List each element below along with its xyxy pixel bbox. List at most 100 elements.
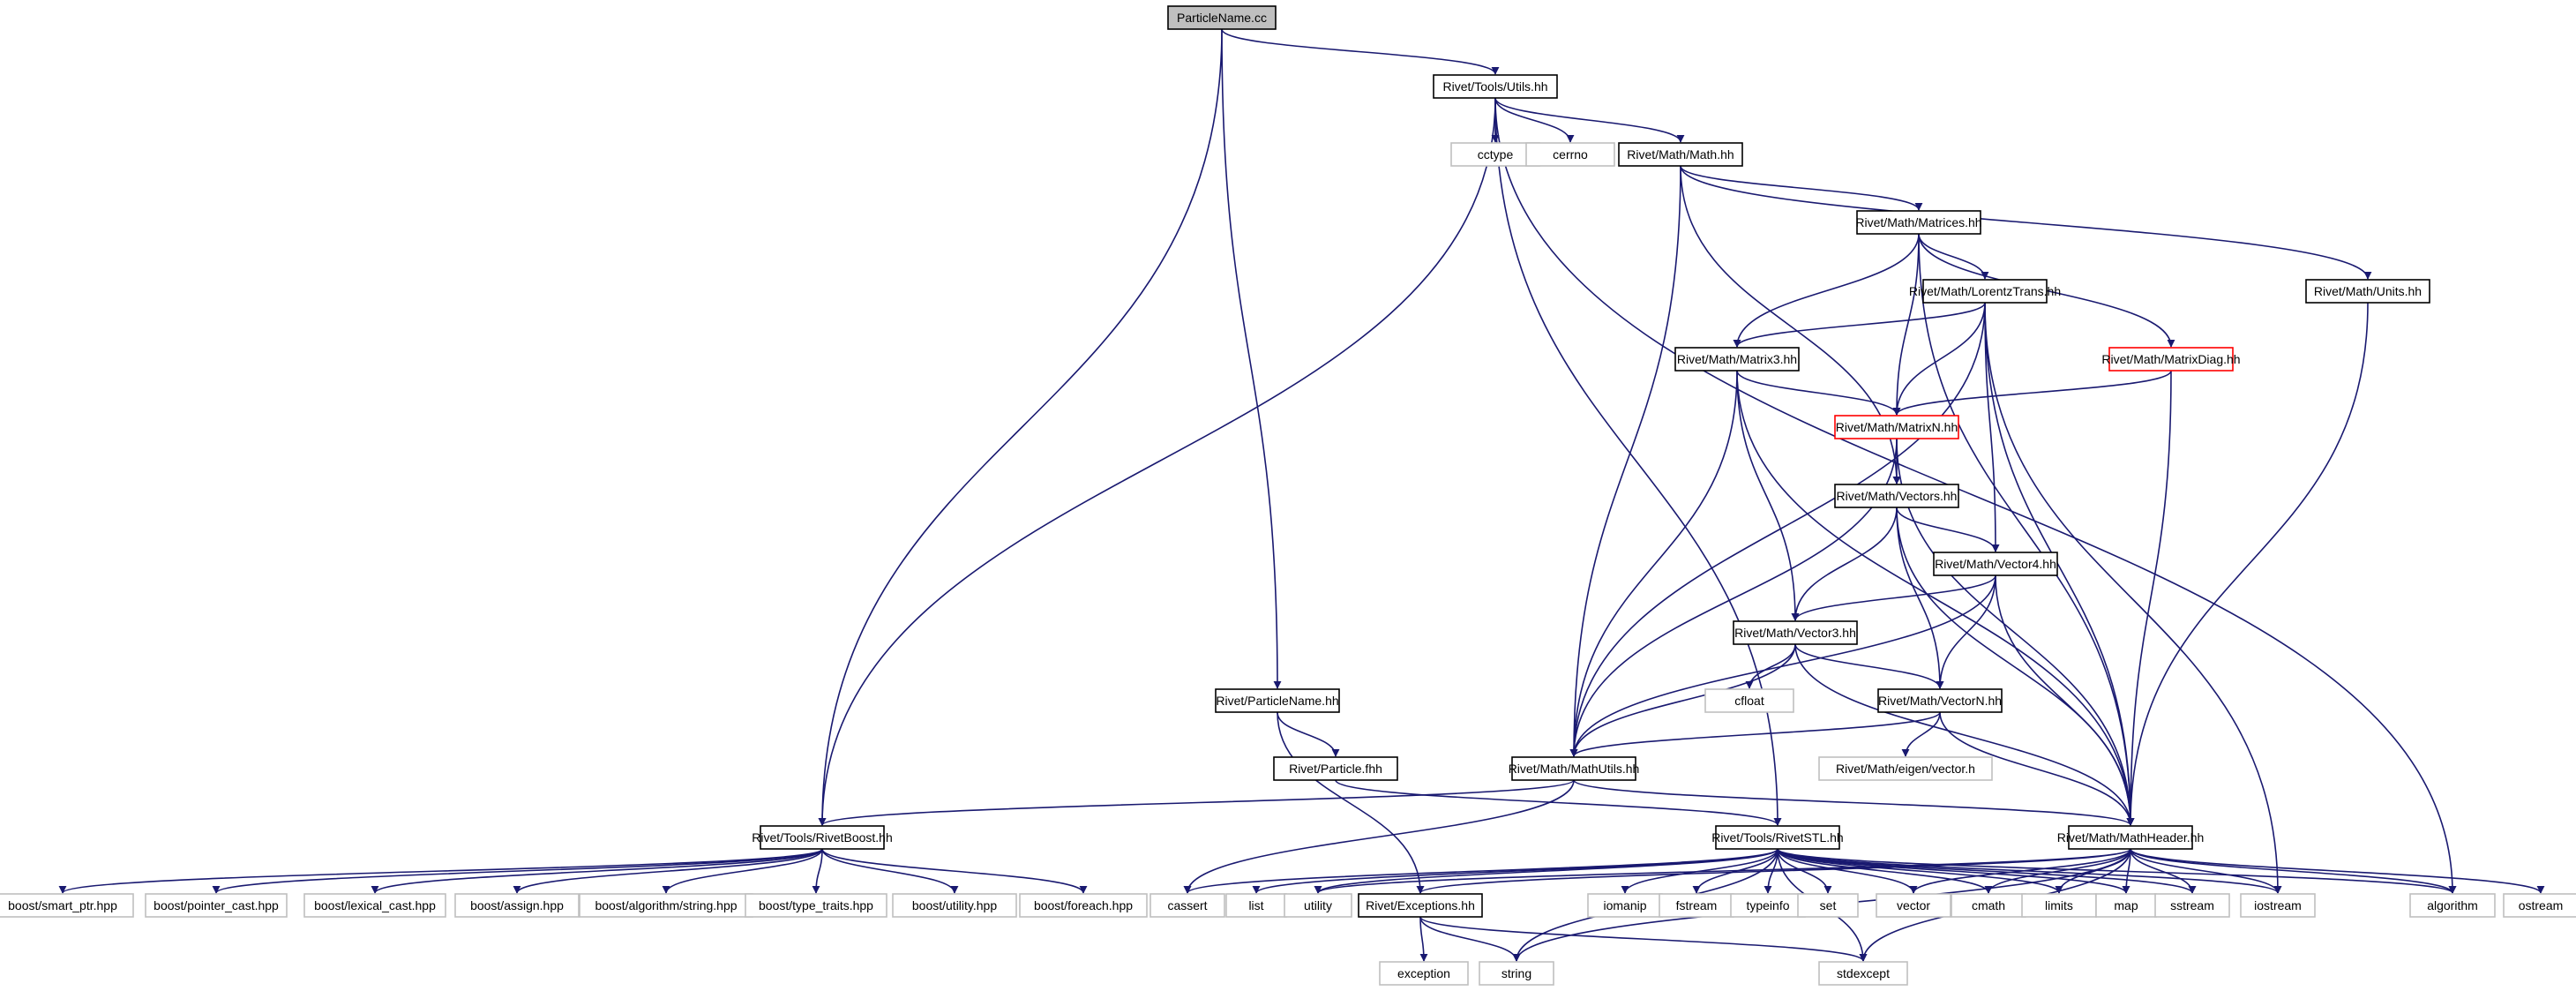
edge-matrixdiag-to-mathheader [2126,370,2172,826]
edge-vector4-to-mathheader [1995,574,2135,826]
node-box [1733,620,1858,645]
node-pfhh[interactable]: Rivet/Particle.fhh [1273,756,1398,781]
node-mathutils[interactable]: Rivet/Math/MathUtils.hh [1509,756,1640,781]
edge-vectors-to-vector3 [1791,507,1898,621]
node-rivetboost[interactable]: Rivet/Tools/RivetBoost.hh [752,825,893,850]
node-box [1933,552,2058,576]
edge-units-to-mathheader [2126,302,2369,826]
edge-mathutils-to-rivetboost [818,779,1575,826]
edge-rivetboost-to-pointercast [212,848,823,894]
node-matrices[interactable]: Rivet/Math/Matrices.hh [1855,210,1982,235]
node-cfloat: cfloat [1704,688,1794,713]
node-box [1149,893,1225,918]
node-label: cassert [1167,898,1207,912]
node-label: list [1248,898,1263,912]
edge-matrices-to-mathheader [1918,233,2135,826]
node-limits: limits [2021,893,2097,918]
node-label: Rivet/ParticleName.hh [1216,694,1338,708]
edge-matrix3-to-mathheader [1736,370,2135,826]
edge-vector3-to-vectorn [1794,643,1944,689]
node-box [1273,756,1398,781]
node-vector3[interactable]: Rivet/Math/Vector3.hh [1733,620,1858,645]
node-box [1856,210,1981,235]
edge-mathhh-to-units [1680,165,2372,280]
node-box [303,893,446,918]
edge-rivetboost-to-typetraits [812,848,823,894]
node-label: boost/assign.hpp [470,898,564,912]
edge-pname-to-exceptions [1277,711,1425,894]
edge-matrix3-to-mathutils [1569,370,1738,757]
node-label: Rivet/Exceptions.hh [1366,898,1475,912]
node-string: string [1479,961,1554,986]
edge-rivetstl-to-utility [1314,848,1778,894]
node-cassert: cassert [1149,893,1225,918]
node-sstream: sstream [2154,893,2230,918]
edge-rivetstl-to-set [1777,848,1832,894]
edge-rivetstl-to-map [1777,848,2130,894]
node-box [1379,961,1469,986]
node-assign: boost/assign.hpp [454,893,580,918]
edge-lorentz-to-vector4 [1984,302,2000,552]
node-box [1877,688,2003,713]
node-fstream: fstream [1659,893,1734,918]
node-label: cfloat [1734,694,1764,708]
node-matrix3[interactable]: Rivet/Math/Matrix3.hh [1674,347,1800,372]
node-box [1358,893,1483,918]
node-label: set [1820,898,1837,912]
edge-lorentz-to-matrixn [1892,302,1986,416]
edge-pname-to-pfhh [1277,711,1340,757]
node-matrixdiag[interactable]: Rivet/Math/MatrixDiag.hh [2101,347,2241,372]
node-matrixn[interactable]: Rivet/Math/MatrixN.hh [1834,415,1959,439]
edge-mathhh-to-mathutils [1569,165,1681,757]
node-box [2021,893,2097,918]
node-label: Rivet/Tools/Utils.hh [1442,79,1547,94]
edge-utils-to-rivetstl [1494,97,1782,826]
node-label: Rivet/Particle.fhh [1289,762,1382,776]
edge-matrixn-to-mathheader [1896,438,2135,826]
node-box [145,893,288,918]
node-label: Rivet/Math/eigen/vector.h [1836,762,1975,776]
node-label: limits [2045,898,2073,912]
node-box [1479,961,1554,986]
node-eigen: Rivet/Math/eigen/vector.h [1818,756,1993,781]
edge-vectors-to-vectorn [1896,507,1944,689]
edge-rivetstl-to-limits [1777,848,2063,894]
node-vectorn[interactable]: Rivet/Math/VectorN.hh [1877,688,2003,713]
node-label: boost/algorithm/string.hpp [595,898,737,912]
node-exceptions[interactable]: Rivet/Exceptions.hh [1358,893,1483,918]
node-iomanip: iomanip [1587,893,1663,918]
node-mathheader[interactable]: Rivet/Math/MathHeader.hh [2057,825,2205,850]
edge-root-to-utils [1221,28,1500,75]
edge-root-to-rivetboost [818,28,1223,826]
node-label: typeinfo [1746,898,1789,912]
edge-mathhh-to-matrices [1680,165,1923,211]
node-box [2240,893,2316,918]
node-units[interactable]: Rivet/Math/Units.hh [2305,279,2430,304]
node-label: algorithm [2427,898,2478,912]
node-exception: exception [1379,961,1469,986]
edge-rivetboost-to-algostring [662,848,823,894]
node-label: Rivet/Math/VectorN.hh [1878,694,2002,708]
node-vector4[interactable]: Rivet/Math/Vector4.hh [1933,552,2058,576]
node-root[interactable]: ParticleName.cc [1167,5,1277,30]
node-pname[interactable]: Rivet/ParticleName.hh [1215,688,1340,713]
node-vectors[interactable]: Rivet/Math/Vectors.hh [1834,484,1959,508]
node-label: cmath [1972,898,2005,912]
node-lexicalcast: boost/lexical_cast.hpp [303,893,446,918]
node-box [579,893,753,918]
edge-matrices-to-matrix3 [1733,233,1920,348]
node-mathhh[interactable]: Rivet/Math/Math.hh [1618,142,1743,167]
node-set: set [1797,893,1859,918]
node-box [1659,893,1734,918]
node-pointercast: boost/pointer_cast.hpp [145,893,288,918]
node-label: cctype [1478,147,1514,161]
edge-rivetstl-to-algorithm [1777,848,2457,894]
edge-rivetboost-to-foreach [821,848,1088,894]
node-lorentz[interactable]: Rivet/Math/LorentzTrans.hh [1909,279,2061,304]
node-box [454,893,580,918]
node-label: iostream [2254,898,2302,912]
node-utils[interactable]: Rivet/Tools/Utils.hh [1433,74,1558,99]
node-rivetstl[interactable]: Rivet/Tools/RivetSTL.hh [1711,825,1844,850]
edge-rivetboost-to-smartptr [58,848,823,894]
